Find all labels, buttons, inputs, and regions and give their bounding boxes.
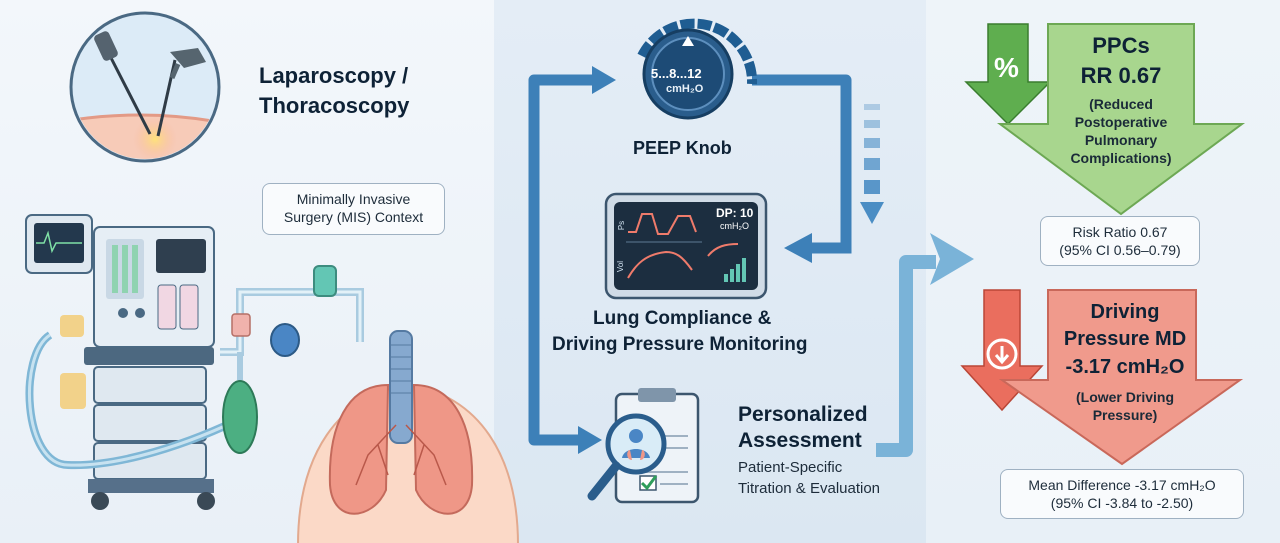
dp-stat-line2: (95% CI -3.84 to -2.50) bbox=[1050, 495, 1194, 511]
monitoring-label-line2: Driving Pressure Monitoring bbox=[552, 334, 808, 355]
ppc-title-line1: PPCs bbox=[1092, 33, 1150, 58]
ppc-outcome-arrow bbox=[964, 23, 1246, 216]
assessment-title-line2: Assessment bbox=[738, 429, 862, 452]
anesthesia-machine-illustration bbox=[25, 214, 250, 510]
ppc-percent-badge: % bbox=[994, 52, 1019, 83]
dp-title-line1: Driving bbox=[1090, 301, 1160, 323]
monitor-axis-top: Ps bbox=[617, 220, 627, 231]
monitor-axis-bottom: Vol bbox=[616, 260, 626, 273]
ppc-title-line2: RR 0.67 bbox=[1080, 63, 1162, 88]
lungs-illustration bbox=[297, 330, 519, 543]
dp-title-line3: -3.17 cmH₂O bbox=[1065, 356, 1185, 378]
dp-stat-line1: Mean Difference -3.17 cmH₂O bbox=[1028, 477, 1216, 493]
dp-stat-box: Mean Difference -3.17 cmH₂O (95% CI -3.8… bbox=[1000, 469, 1244, 519]
ventilator-monitor bbox=[604, 192, 768, 300]
assessment-clipboard-icon bbox=[587, 388, 700, 504]
mis-context-line1: Minimally Invasive bbox=[296, 191, 411, 207]
peep-knob-label: PEEP Knob bbox=[633, 138, 732, 158]
workflow-loop-arrows bbox=[528, 66, 936, 457]
ppc-sub-line4: Complications) bbox=[1070, 150, 1172, 166]
mis-context-line2: Surgery (MIS) Context bbox=[283, 209, 424, 225]
laparoscopy-illustration bbox=[69, 11, 221, 163]
ppc-sub-line2: Postoperative bbox=[1074, 114, 1168, 130]
assessment-title-line1: Personalized bbox=[738, 403, 868, 426]
ppc-stat-line2: (95% CI 0.56–0.79) bbox=[1059, 242, 1181, 258]
driving-pressure-outcome-arrow bbox=[960, 289, 1244, 466]
mis-context-box: Minimally Invasive Surgery (MIS) Context bbox=[262, 183, 445, 235]
breathing-circuit-illustration bbox=[220, 265, 364, 454]
assessment-sub-line2: Titration & Evaluation bbox=[738, 480, 881, 497]
ppc-sub-line1: (Reduced bbox=[1089, 96, 1153, 112]
assessment-sub-line1: Patient-Specific bbox=[738, 459, 843, 476]
ppc-stat-line1: Risk Ratio 0.67 bbox=[1072, 224, 1168, 240]
monitor-dp-label: DP: 10 bbox=[716, 206, 754, 220]
dp-sub-line2: Pressure) bbox=[1092, 407, 1158, 423]
dp-title-line2: Pressure MD bbox=[1063, 328, 1187, 350]
dp-sub-line1: (Lower Driving bbox=[1075, 389, 1174, 405]
peep-knob-dial bbox=[637, 18, 758, 120]
procedure-title-line2: Thoracoscopy bbox=[259, 93, 410, 118]
ppc-sub-line3: Pulmonary bbox=[1084, 132, 1158, 148]
ppc-stat-box: Risk Ratio 0.67 (95% CI 0.56–0.79) bbox=[1040, 216, 1200, 266]
monitor-dp-unit: cmH₂O bbox=[720, 221, 749, 231]
peep-knob-unit: cmH₂O bbox=[666, 83, 704, 95]
monitoring-label-line1: Lung Compliance & bbox=[593, 308, 772, 329]
peep-knob-readout: 5...8...12 bbox=[651, 66, 702, 81]
to-outcomes-arrow bbox=[930, 233, 974, 285]
procedure-title-line1: Laparoscopy / bbox=[259, 63, 409, 88]
